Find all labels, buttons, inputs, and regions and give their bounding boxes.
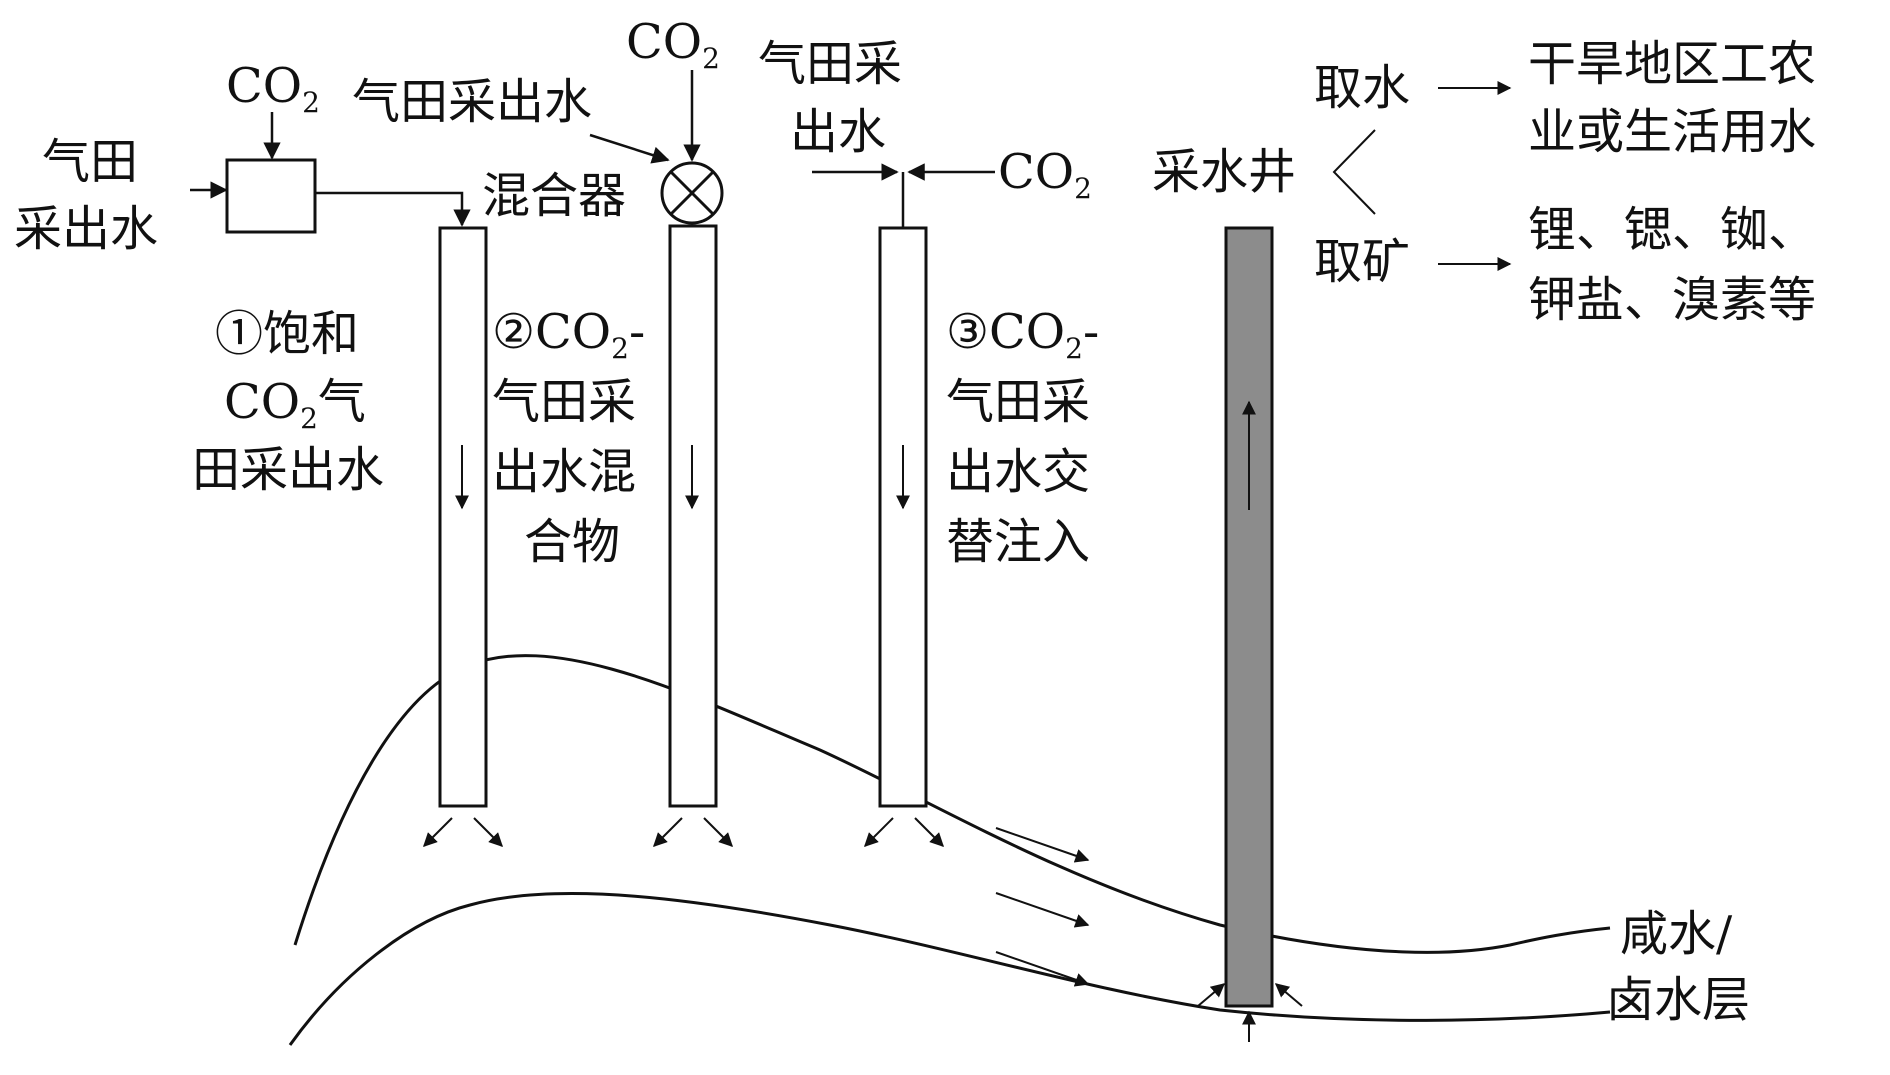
gas-field-water-left-line2: 采出水 [14, 201, 158, 257]
aquifer-upper-boundary [293, 654, 1611, 954]
well3-outflow-left-arrow [864, 817, 894, 847]
aquifer-flow-arrow-3 [995, 951, 1090, 987]
arrow-water-to-mixer [589, 133, 670, 164]
gas-field-water-right-line1: 气田采 [758, 36, 902, 92]
method2-line4: 合物 [524, 514, 620, 570]
take-water-label: 取水 [1314, 60, 1410, 116]
production-well [1224, 226, 1274, 1008]
co2-right-label: CO2 [998, 144, 1092, 205]
pipe-box-to-well1 [315, 191, 471, 227]
injection-well-1 [438, 226, 488, 808]
gas-field-water-top-label: 气田采出水 [352, 74, 592, 130]
production-inflow-right-arrow [1274, 983, 1303, 1007]
method3-line1: ③CO2- [946, 304, 1099, 365]
co2-left-label: CO2 [226, 58, 320, 119]
well2-outflow-left-arrow [653, 817, 683, 847]
method1-line2: CO2气 [224, 374, 366, 435]
injection-well-3 [878, 226, 928, 808]
mixer-circled-x-icon [660, 161, 724, 225]
take-minerals-label: 取矿 [1314, 234, 1410, 290]
well1-outflow-left-arrow [423, 817, 453, 847]
gas-field-water-left-line1: 气田 [42, 134, 138, 190]
well2-outflow-right-arrow [703, 817, 733, 847]
mixer-label: 混合器 [482, 168, 626, 224]
injection-well-2 [668, 224, 718, 808]
branch-lines [1332, 129, 1376, 215]
aquifer-label-line2: 卤水层 [1606, 972, 1750, 1028]
well1-outflow-right-arrow [473, 817, 503, 847]
method2-line1: ②CO2- [492, 304, 645, 365]
method3-line3: 出水交 [946, 444, 1090, 500]
minerals-line1: 锂、锶、铷、 [1528, 202, 1816, 258]
method3-line2: 气田采 [946, 374, 1090, 430]
gas-field-water-right-line2: 出水 [790, 104, 886, 160]
well3-outflow-right-arrow [914, 817, 944, 847]
production-well-label: 采水井 [1152, 144, 1296, 200]
saturation-box [225, 158, 317, 234]
aquifer-flow-arrow-1 [995, 827, 1090, 863]
method2-line2: 气田采 [492, 374, 636, 430]
method2-line3: 出水混 [492, 444, 636, 500]
water-use-line1: 干旱地区工农 [1528, 36, 1816, 92]
production-inflow-left-arrow [1197, 983, 1226, 1007]
water-use-line2: 业或生活用水 [1528, 104, 1816, 160]
method3-line4: 替注入 [946, 514, 1090, 570]
aquifer-flow-arrow-2 [995, 892, 1090, 928]
method1-line3: 田采出水 [192, 442, 384, 498]
co2-mid-label: CO2 [626, 14, 720, 75]
aquifer-lower-boundary [288, 892, 1611, 1046]
aquifer-label-line1: 咸水/ [1620, 906, 1733, 962]
minerals-line2: 钾盐、溴素等 [1528, 272, 1816, 328]
method1-line1: ①饱和 [215, 306, 359, 362]
